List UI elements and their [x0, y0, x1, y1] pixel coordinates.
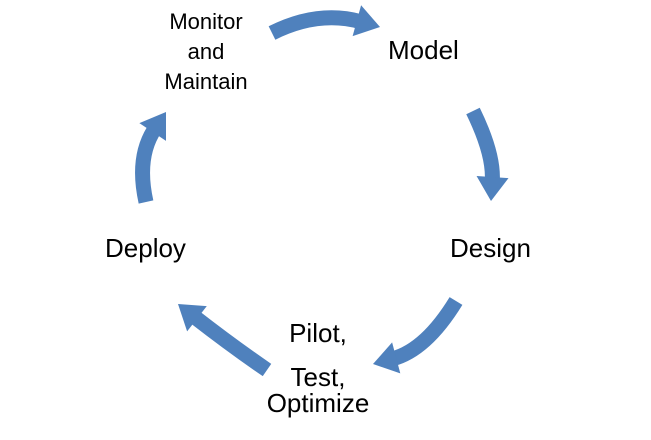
stage-label-line: Pilot,	[289, 318, 347, 348]
stage-label-line: Deploy	[105, 233, 186, 263]
stage-label-line: Maintain	[164, 69, 248, 94]
stage-label-pilot-test-optimize: Pilot, Test, Optimize	[238, 320, 398, 416]
stage-label-line: Monitor	[169, 9, 243, 34]
arrow-monitor-to-model	[268, 5, 380, 40]
stage-label-model: Model	[388, 37, 459, 63]
stage-label-line: and	[187, 39, 225, 64]
stage-label-line: Model	[388, 35, 459, 65]
arrow-deploy-to-monitor	[135, 112, 166, 204]
stage-label-line: Optimize	[266, 388, 370, 418]
arrow-design-to-pilot	[373, 297, 463, 374]
stage-label-monitor-and-maintain: Monitor and Maintain	[126, 7, 286, 97]
stage-label-deploy: Deploy	[105, 235, 186, 261]
arrow-model-to-design	[466, 107, 509, 201]
stage-label-design: Design	[450, 235, 531, 261]
stage-label-line: Test,	[290, 362, 346, 392]
stage-label-line: Design	[450, 233, 531, 263]
arrow-pilot-to-deploy	[178, 304, 272, 377]
